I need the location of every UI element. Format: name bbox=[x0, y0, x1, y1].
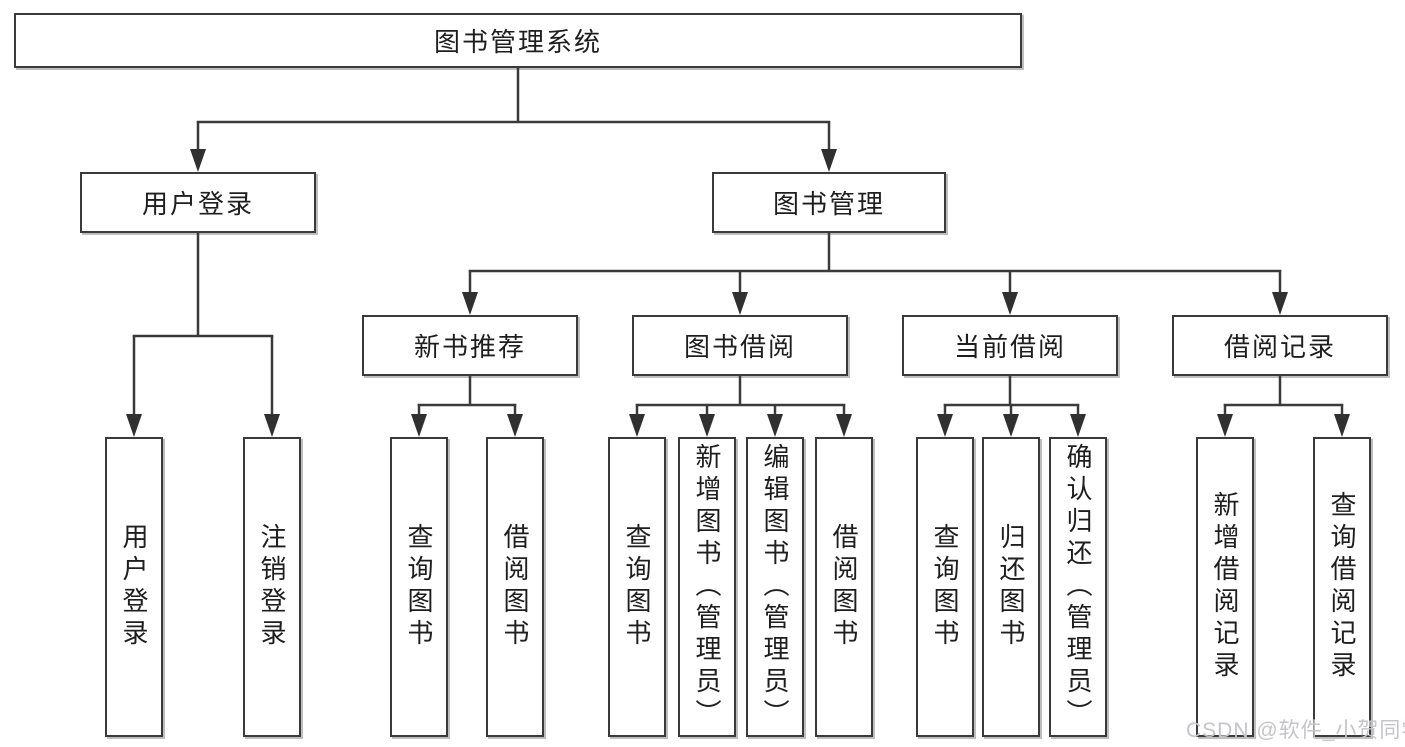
leaf-add-book-admin-label: 新增图书（管理员） bbox=[692, 443, 722, 731]
leaf-logout: 注销登录 bbox=[243, 437, 301, 737]
leaf-borrow-books-recommend-label: 借阅图书 bbox=[500, 523, 530, 651]
leaf-return-book-label: 归还图书 bbox=[996, 523, 1026, 651]
csdn-watermark: CSDN @软件_小贺同学 bbox=[1186, 719, 1405, 742]
leaf-add-borrow-record: 新增借阅记录 bbox=[1196, 437, 1254, 737]
branch-user-login: 用户登录 bbox=[80, 172, 316, 233]
leaf-query-books-current: 查询图书 bbox=[916, 437, 974, 737]
group-current-borrowing: 当前借阅 bbox=[902, 315, 1118, 376]
leaf-edit-book-admin-label: 编辑图书（管理员） bbox=[760, 443, 790, 731]
leaf-add-book-admin: 新增图书（管理员） bbox=[678, 437, 736, 737]
leaf-borrow-books-recommend: 借阅图书 bbox=[486, 437, 544, 737]
leaf-borrow-books-label: 借阅图书 bbox=[829, 523, 859, 651]
branch-book-management: 图书管理 bbox=[712, 172, 946, 233]
group-borrowing-records: 借阅记录 bbox=[1172, 315, 1388, 376]
leaf-logout-label: 注销登录 bbox=[257, 523, 287, 651]
leaf-query-borrow-record: 查询借阅记录 bbox=[1313, 437, 1371, 737]
leaf-query-books-borrow-label: 查询图书 bbox=[622, 523, 652, 651]
leaf-confirm-return-admin-label: 确认归还（管理员） bbox=[1063, 443, 1093, 731]
leaf-confirm-return-admin: 确认归还（管理员） bbox=[1049, 437, 1107, 737]
leaf-query-books-current-label: 查询图书 bbox=[930, 523, 960, 651]
leaf-borrow-books: 借阅图书 bbox=[815, 437, 873, 737]
group-new-book-recommendation: 新书推荐 bbox=[362, 315, 578, 376]
leaf-edit-book-admin: 编辑图书（管理员） bbox=[746, 437, 804, 737]
leaf-query-books-recommend-label: 查询图书 bbox=[404, 523, 434, 651]
leaf-user-login-label: 用户登录 bbox=[119, 523, 149, 651]
leaf-query-borrow-record-label: 查询借阅记录 bbox=[1327, 491, 1357, 683]
leaf-query-books-recommend: 查询图书 bbox=[390, 437, 448, 737]
leaf-add-borrow-record-label: 新增借阅记录 bbox=[1210, 491, 1240, 683]
leaf-return-book: 归还图书 bbox=[982, 437, 1040, 737]
group-book-borrowing: 图书借阅 bbox=[632, 315, 848, 376]
root-node-library-system: 图书管理系统 bbox=[14, 13, 1022, 68]
leaf-user-login: 用户登录 bbox=[105, 437, 163, 737]
leaf-query-books-borrow: 查询图书 bbox=[608, 437, 666, 737]
